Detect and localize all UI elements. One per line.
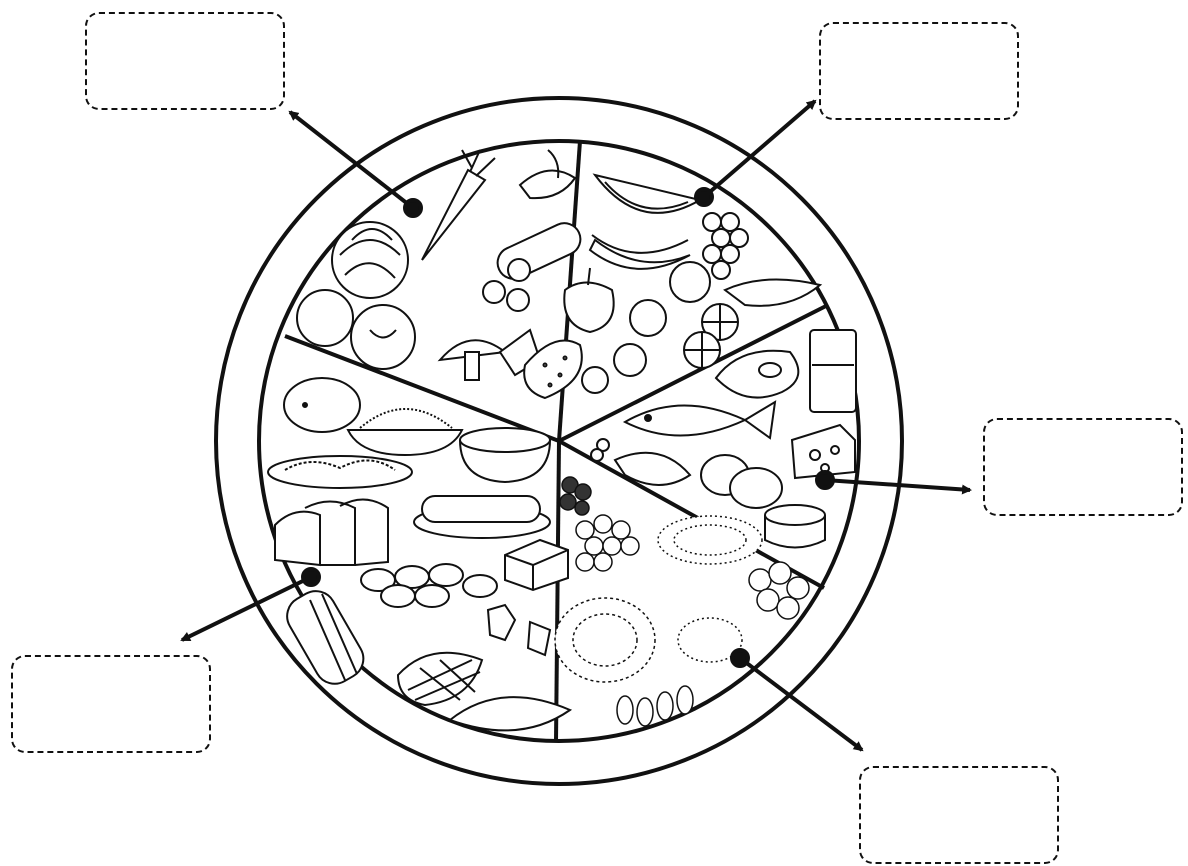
burrito-icon [414, 496, 550, 538]
label-box-right[interactable] [983, 418, 1183, 516]
spaghetti-icon [268, 456, 412, 488]
label-box-bottom-right[interactable] [859, 766, 1059, 864]
lentils-icon [658, 516, 762, 564]
label-box-top-right[interactable] [819, 22, 1019, 120]
milk-glass-icon [810, 330, 856, 412]
potato-icon [284, 378, 360, 432]
label-box-top-left[interactable] [85, 12, 285, 110]
label-box-bottom-left[interactable] [11, 655, 211, 753]
lettuce-icon [332, 222, 408, 298]
